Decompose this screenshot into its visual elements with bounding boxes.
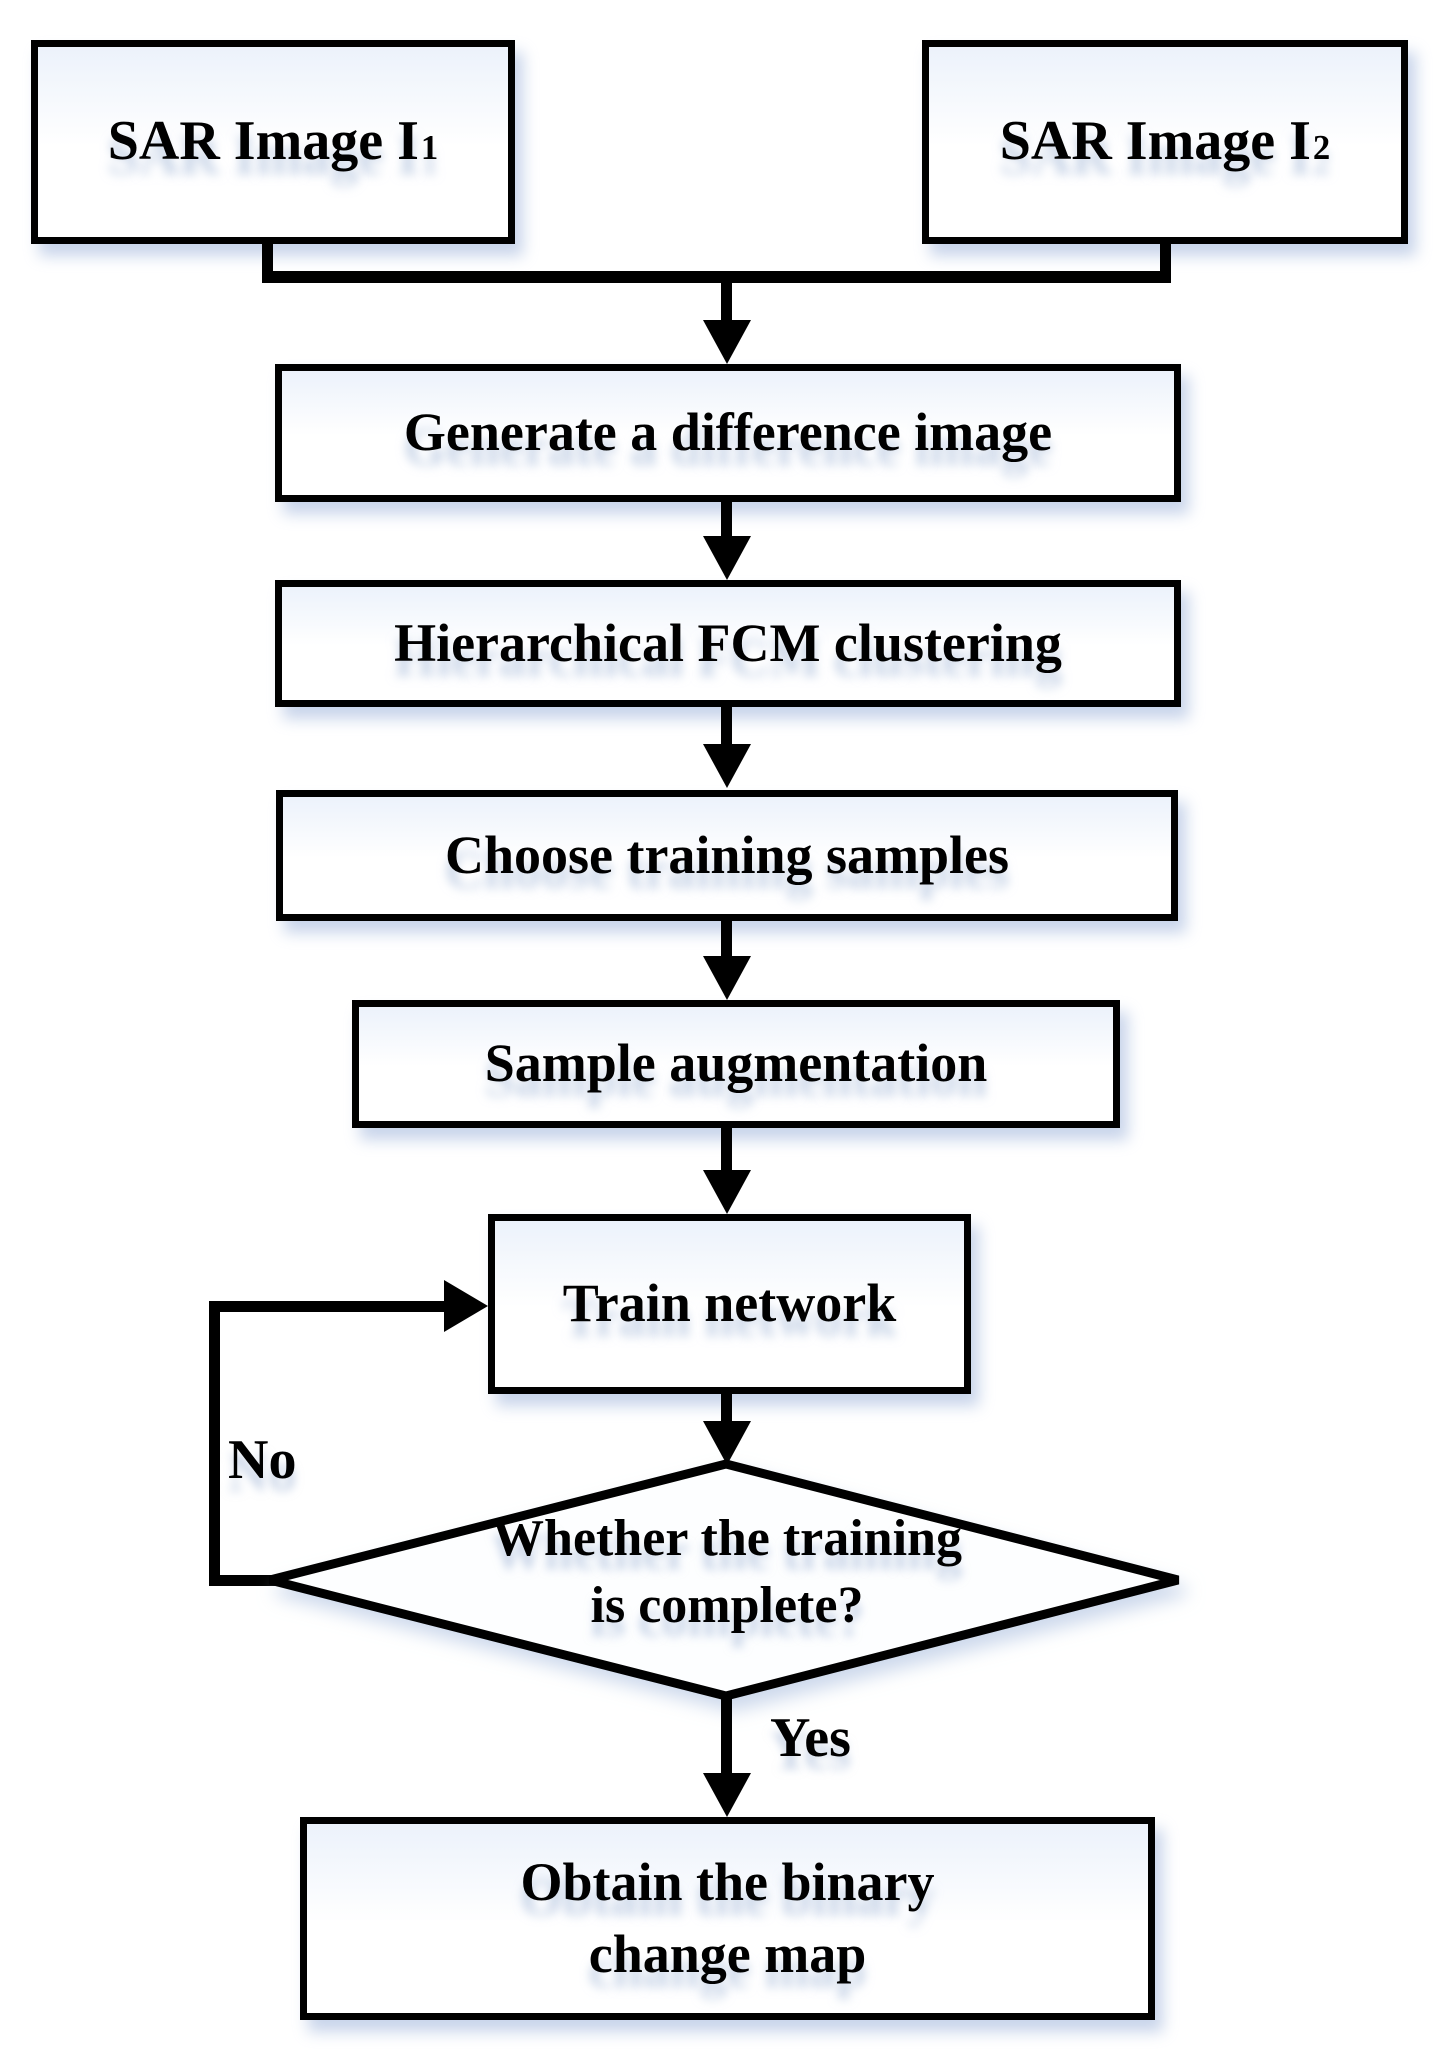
node-choose-training-samples: Choose training samples	[276, 790, 1178, 921]
arrow-stem-to-fcm	[721, 500, 732, 538]
arrowhead-down-icon	[703, 1773, 751, 1817]
node-sar-image-1: SAR Image I1	[31, 40, 515, 244]
output-line-2: change map	[588, 1923, 867, 1984]
node-label: Train network	[562, 1273, 897, 1334]
arrowhead-down-icon	[703, 1170, 751, 1214]
label-no: No	[228, 1429, 297, 1491]
output-line-1: Obtain the binary	[520, 1852, 935, 1913]
node-label: Obtain the binary change map	[520, 1847, 934, 1990]
node-train-network: Train network	[488, 1214, 971, 1394]
arrowhead-right-icon	[444, 1280, 488, 1332]
connector-drop-left	[262, 242, 273, 283]
arrow-stem-to-output	[721, 1697, 732, 1775]
arrow-stem-to-generate	[721, 283, 732, 322]
node-decision-training-complete: Whether the training is complete?	[352, 1506, 1102, 1639]
node-obtain-binary-change-map: Obtain the binary change map	[300, 1817, 1155, 2020]
node-label: Hierarchical FCM clustering	[394, 612, 1062, 673]
connector-drop-right	[1160, 242, 1171, 283]
connector-no-loop-bottom	[209, 1575, 284, 1586]
node-label: SAR Image I2	[999, 110, 1331, 173]
node-label: SAR Image I1	[107, 110, 439, 173]
arrowhead-down-icon	[703, 320, 751, 364]
node-generate-difference-image: Generate a difference image	[275, 364, 1181, 502]
arrow-stem-to-augment	[721, 919, 732, 958]
node-sample-augmentation: Sample augmentation	[352, 1000, 1120, 1128]
connector-merge-bar	[262, 271, 1171, 283]
label-yes: Yes	[770, 1707, 851, 1769]
arrowhead-down-icon	[703, 536, 751, 580]
arrow-stem-to-decision	[721, 1391, 732, 1423]
node-sar-image-2: SAR Image I2	[922, 40, 1408, 244]
arrow-stem-to-choose	[721, 705, 732, 746]
connector-no-loop-top	[209, 1301, 446, 1312]
node-hierarchical-fcm-clustering: Hierarchical FCM clustering	[275, 580, 1181, 707]
node-label: Sample augmentation	[484, 1033, 988, 1094]
decision-line-2: is complete?	[590, 1576, 864, 1634]
arrow-stem-to-train	[721, 1126, 732, 1172]
node-label: Generate a difference image	[403, 402, 1053, 463]
subscript-1: 1	[420, 128, 439, 168]
decision-diamond-shape	[268, 1459, 1180, 1701]
arrowhead-down-icon	[703, 956, 751, 1000]
connector-no-loop-vertical	[209, 1301, 220, 1586]
arrowhead-down-icon	[703, 1421, 751, 1465]
node-label: Choose training samples	[444, 824, 1010, 885]
decision-line-1: Whether the training	[492, 1510, 962, 1567]
arrowhead-down-icon	[703, 744, 751, 788]
subscript-2: 2	[1312, 128, 1331, 168]
